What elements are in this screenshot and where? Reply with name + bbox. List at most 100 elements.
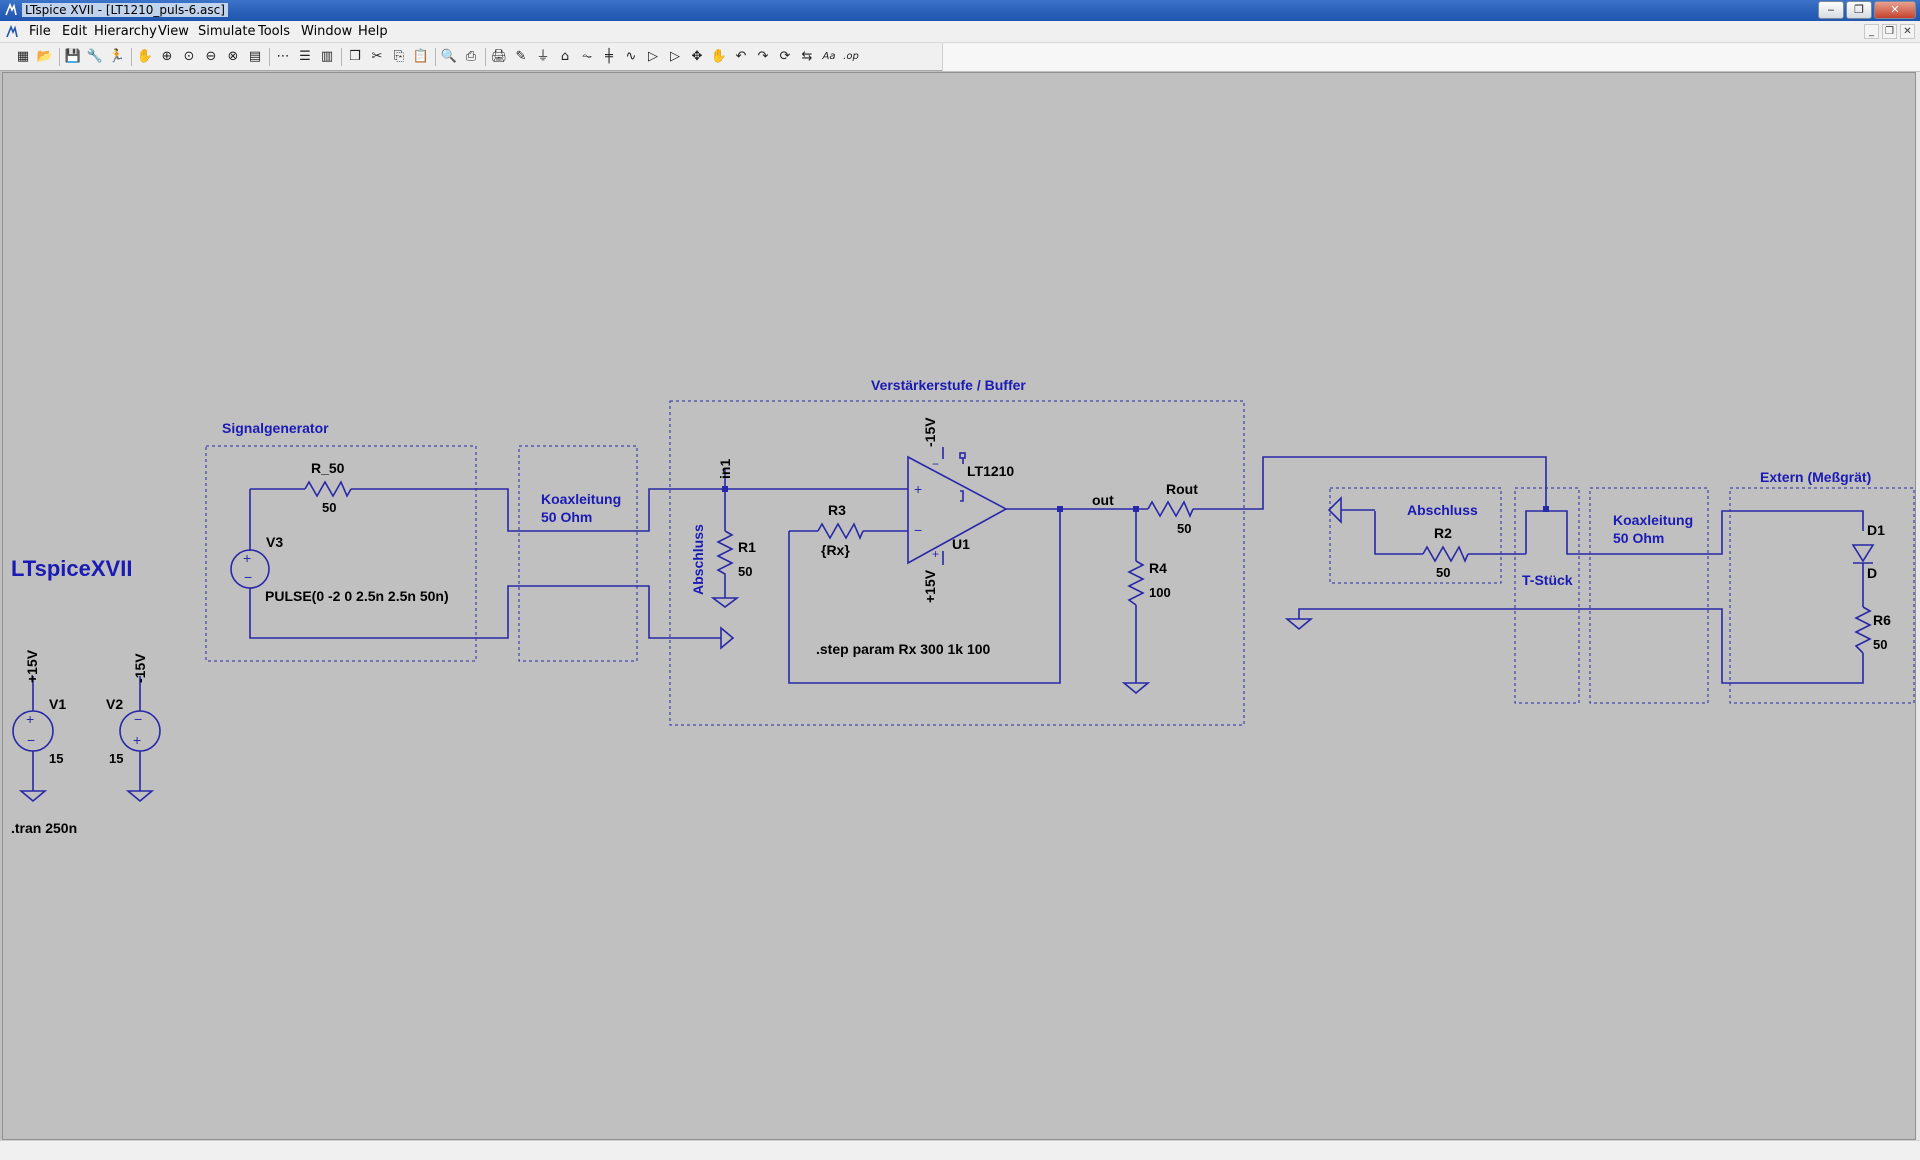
menu-view[interactable]: View bbox=[158, 24, 189, 39]
menu-edit[interactable]: Edit bbox=[62, 24, 88, 39]
run-icon[interactable]: 🏃 bbox=[108, 49, 126, 64]
zoom-pan-icon[interactable]: ⊙ bbox=[183, 49, 195, 64]
label-net-icon[interactable]: ⌂ bbox=[560, 49, 570, 64]
component-icon[interactable]: ▷ bbox=[670, 49, 680, 64]
drag-icon[interactable]: ✋ bbox=[710, 49, 728, 64]
r50-value: 50 bbox=[322, 500, 336, 515]
menu-hierarchy[interactable]: Hierarchy bbox=[94, 24, 157, 39]
v2-value: 15 bbox=[109, 751, 123, 766]
menu-file[interactable]: File bbox=[29, 24, 51, 39]
scrollbar[interactable] bbox=[1916, 72, 1920, 1140]
halt-icon[interactable]: ✋ bbox=[136, 49, 154, 64]
svg-text:+: + bbox=[26, 711, 34, 727]
opamp-u1: + − − + bbox=[907, 452, 1008, 565]
v1-name: V1 bbox=[49, 696, 66, 712]
document-icon[interactable] bbox=[4, 24, 20, 40]
cascade-icon[interactable]: ❒ bbox=[349, 49, 361, 64]
r4-value: 100 bbox=[1149, 585, 1171, 600]
resistor-icon[interactable]: ⏦ bbox=[581, 49, 593, 64]
net-label-out: out bbox=[1092, 492, 1114, 508]
junctions bbox=[722, 486, 1549, 512]
ground-signal bbox=[720, 626, 735, 650]
diode-d1 bbox=[1851, 544, 1875, 564]
label-koax1-line1: Koaxleitung bbox=[541, 491, 621, 507]
zoom-in-icon[interactable]: ⊕ bbox=[161, 49, 173, 64]
resistor-r50 bbox=[304, 480, 352, 498]
box-signalgenerator bbox=[205, 445, 477, 662]
cut-icon[interactable]: ✂ bbox=[371, 49, 383, 64]
ltspice-logo: LTspiceXVII bbox=[11, 556, 132, 581]
move-icon[interactable]: ✥ bbox=[691, 49, 703, 64]
measure-icon[interactable]: ⋯ bbox=[276, 49, 290, 64]
minimize-button[interactable]: ‒ bbox=[1818, 1, 1844, 19]
box-extern bbox=[1729, 487, 1915, 704]
capacitor-icon[interactable]: ╪ bbox=[605, 49, 613, 64]
zoom-out-icon[interactable]: ⊖ bbox=[205, 49, 217, 64]
redo-icon[interactable]: ↷ bbox=[757, 49, 769, 64]
paste-icon[interactable]: 📋 bbox=[412, 49, 430, 64]
label-tstueck: T-Stück bbox=[1522, 572, 1573, 588]
r3-name: R3 bbox=[828, 502, 846, 518]
copy-icon[interactable]: ⎘ bbox=[393, 49, 405, 64]
control-panel-icon[interactable]: 🔧 bbox=[86, 49, 104, 64]
schematic-canvas[interactable]: + − + − − + + − − + bbox=[2, 72, 1916, 1140]
menu-help[interactable]: Help bbox=[358, 24, 388, 39]
ground-abschluss bbox=[1327, 496, 1342, 524]
rotate-icon[interactable]: ⟳ bbox=[779, 49, 791, 64]
r3-value: {Rx} bbox=[821, 542, 850, 558]
new-schematic-icon[interactable]: ▦ bbox=[16, 49, 30, 64]
ground-r4 bbox=[1121, 682, 1151, 695]
menu-window[interactable]: Window bbox=[301, 24, 353, 39]
u1-supply-bottom: +15V bbox=[922, 569, 938, 603]
resistors bbox=[304, 480, 1872, 654]
zoom-fit-icon[interactable]: ⊗ bbox=[227, 49, 239, 64]
find-icon[interactable]: 🔍 bbox=[440, 49, 458, 64]
open-icon[interactable]: 📂 bbox=[36, 49, 54, 64]
r4-name: R4 bbox=[1149, 560, 1167, 576]
u1-name: U1 bbox=[952, 536, 970, 552]
resistor-r2 bbox=[1422, 545, 1469, 564]
inductor-icon[interactable]: ∿ bbox=[625, 49, 637, 64]
mdi-close-button[interactable]: ✕ bbox=[1900, 24, 1915, 39]
v2-net: -15V bbox=[132, 653, 148, 683]
box-koax2 bbox=[1589, 487, 1709, 704]
mdi-restore-button[interactable]: ❐ bbox=[1882, 24, 1897, 39]
maximize-button[interactable]: ❐ bbox=[1846, 1, 1872, 19]
label-abschluss-right: Abschluss bbox=[1407, 502, 1478, 518]
r1-value: 50 bbox=[738, 564, 752, 579]
svg-text:+: + bbox=[932, 547, 939, 561]
v1-value: 15 bbox=[49, 751, 63, 766]
toolbar-separator bbox=[269, 48, 270, 66]
step-directive[interactable]: .step param Rx 300 1k 100 bbox=[816, 641, 991, 657]
undo-icon[interactable]: ↶ bbox=[735, 49, 747, 64]
spice-directive-icon[interactable]: .op bbox=[843, 51, 859, 62]
menu-tools[interactable]: Tools bbox=[258, 24, 291, 39]
svg-text:−: − bbox=[244, 569, 252, 585]
autorange-icon[interactable]: ▤ bbox=[248, 49, 262, 64]
tran-directive[interactable]: .tran 250n bbox=[11, 820, 77, 836]
diode-icon[interactable]: ▷ bbox=[648, 49, 658, 64]
svg-text:+: + bbox=[133, 732, 141, 748]
print-preview-icon[interactable]: ⎙ bbox=[465, 49, 477, 64]
box-koax1 bbox=[518, 445, 638, 662]
label-extern: Extern (Meßgrät) bbox=[1760, 469, 1871, 485]
menu-simulate[interactable]: Simulate bbox=[198, 24, 256, 39]
tile-horizontal-icon[interactable]: ☰ bbox=[299, 49, 311, 64]
save-icon[interactable]: 💾 bbox=[64, 49, 82, 64]
r6-name: R6 bbox=[1873, 612, 1891, 628]
v1-net: +15V bbox=[24, 649, 40, 683]
draw-wire-icon[interactable]: ✎ bbox=[515, 49, 527, 64]
menu-bar: File Edit Hierarchy View Simulate Tools … bbox=[0, 21, 1920, 43]
text-icon[interactable]: Aa bbox=[822, 51, 836, 62]
r1-name: R1 bbox=[738, 539, 756, 555]
mdi-minimize-button[interactable]: _ bbox=[1864, 24, 1879, 39]
ground-icon[interactable]: ⏚ bbox=[536, 49, 550, 64]
print-icon[interactable]: 🖨 bbox=[490, 49, 508, 64]
mirror-icon[interactable]: ⇆ bbox=[801, 49, 813, 64]
ground-v1 bbox=[18, 790, 48, 803]
tile-vertical-icon[interactable]: ▥ bbox=[320, 49, 334, 64]
close-button[interactable]: ✕ bbox=[1874, 1, 1916, 19]
v2-name: V2 bbox=[106, 696, 123, 712]
net-label-in1: in1 bbox=[717, 459, 733, 479]
source-v3 bbox=[230, 549, 270, 589]
